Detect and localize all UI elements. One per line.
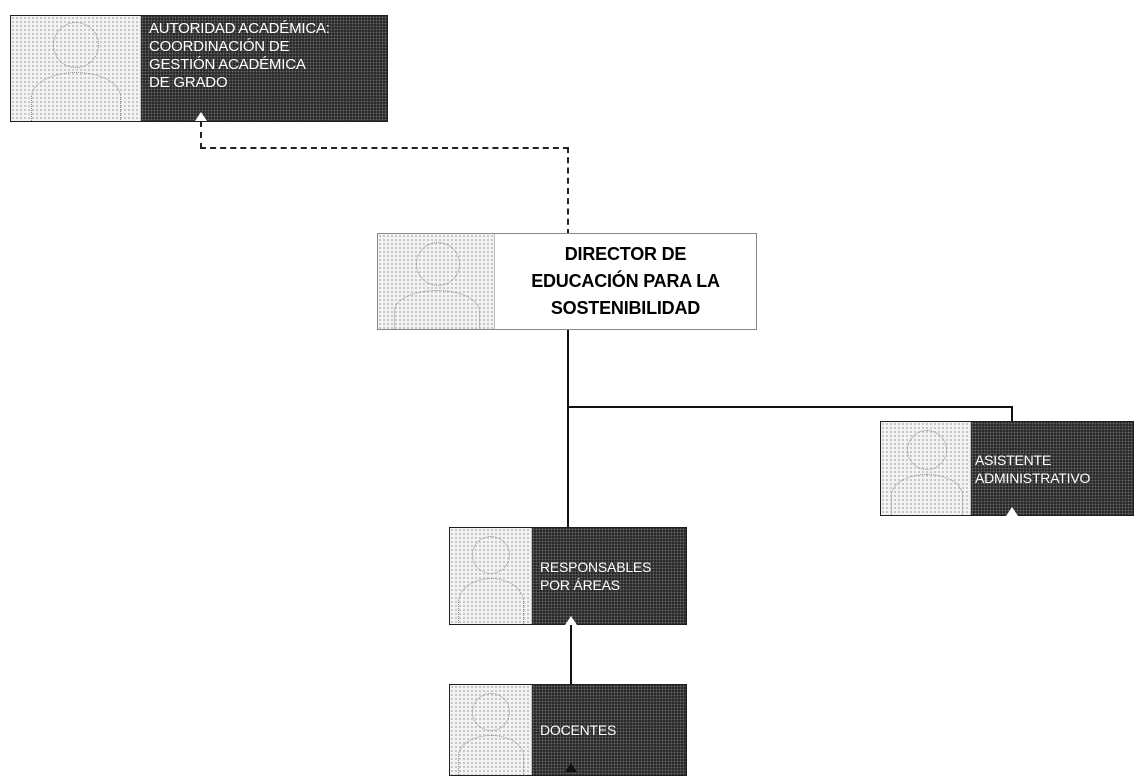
connector-asistente-drop xyxy=(1011,406,1013,422)
connector-autoridad-drop xyxy=(200,121,202,149)
node-docentes: DOCENTES xyxy=(449,684,687,776)
avatar-placeholder-icon xyxy=(11,16,141,121)
node-director-label: DIRECTOR DE EDUCACIÓN PARA LA SOSTENIBIL… xyxy=(495,234,756,329)
node-director: DIRECTOR DE EDUCACIÓN PARA LA SOSTENIBIL… xyxy=(377,233,757,330)
avatar-placeholder-icon xyxy=(378,234,495,329)
avatar-placeholder-icon xyxy=(881,422,971,515)
connector-director-to-autoridad-vertical xyxy=(567,147,569,235)
node-asistente-label: ASISTENTE ADMINISTRATIVO xyxy=(971,422,1133,515)
connector-director-to-autoridad-horizontal xyxy=(200,147,569,149)
node-docentes-label: DOCENTES xyxy=(532,685,686,775)
arrow-up-icon xyxy=(1006,507,1018,516)
node-autoridad-label: AUTORIDAD ACADÉMICA: COORDINACIÓN DE GES… xyxy=(141,16,387,121)
arrow-up-icon xyxy=(195,112,207,121)
node-responsables-label: RESPONSABLES POR ÁREAS xyxy=(532,528,686,624)
node-autoridad-academica: AUTORIDAD ACADÉMICA: COORDINACIÓN DE GES… xyxy=(10,15,388,122)
arrow-up-icon xyxy=(565,763,577,772)
connector-branch-to-asistente xyxy=(567,406,1013,408)
node-responsables-por-areas: RESPONSABLES POR ÁREAS xyxy=(449,527,687,625)
arrow-up-icon xyxy=(565,616,577,625)
avatar-placeholder-icon xyxy=(450,685,532,775)
connector-docentes-to-responsables xyxy=(570,624,572,686)
node-asistente-administrativo: ASISTENTE ADMINISTRATIVO xyxy=(880,421,1134,516)
connector-director-trunk xyxy=(567,330,569,527)
avatar-placeholder-icon xyxy=(450,528,532,624)
